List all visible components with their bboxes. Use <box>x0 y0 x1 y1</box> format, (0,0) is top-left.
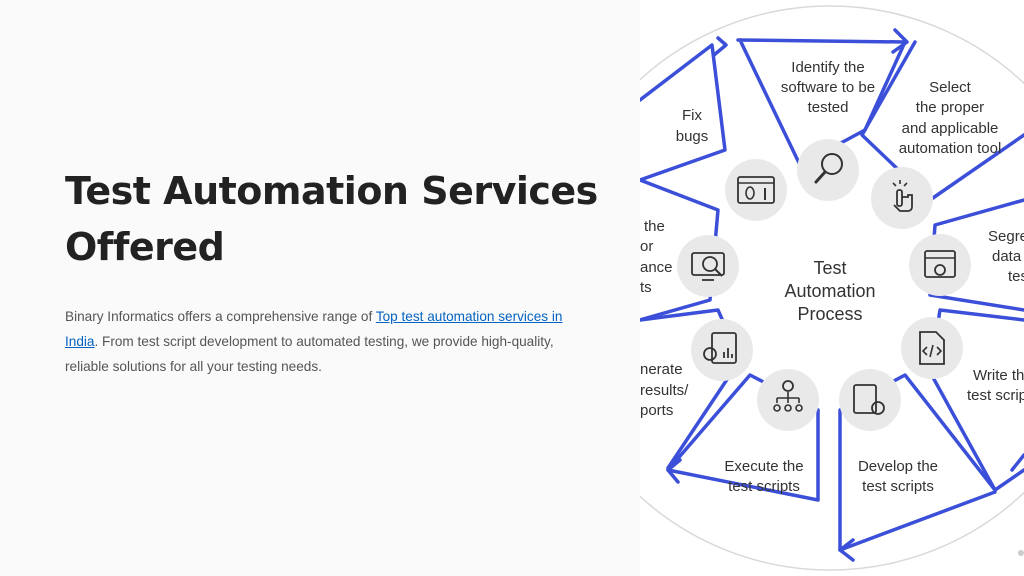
label-monitor: the or ance ts <box>640 218 673 296</box>
label-select-3: and applicable <box>902 120 999 137</box>
label-segregate-1: Segre <box>988 228 1024 245</box>
label-generate-2: results/ <box>640 382 689 399</box>
icon-pointer-hand <box>871 167 933 229</box>
label-generate: nerate results/ ports <box>640 361 689 419</box>
label-execute-2: test scripts <box>728 478 800 495</box>
arrow-step-5 <box>838 373 997 552</box>
label-select-2: the proper <box>916 99 984 116</box>
label-write: Write th test scrip <box>967 367 1024 404</box>
icon-script-gear <box>839 369 901 431</box>
diagram-svg: Test Automation Process <box>640 5 1024 571</box>
icon-bug-wrench <box>725 159 787 221</box>
label-identify: Identify the software to be tested <box>781 59 875 116</box>
arrow-step-2 <box>860 40 1024 202</box>
label-generate-3: ports <box>640 402 673 419</box>
icon-report-gear <box>691 319 753 381</box>
label-develop: Develop the test scripts <box>858 458 938 495</box>
services-link[interactable]: Top test automation services in India <box>65 309 563 349</box>
arrowhead-5 <box>838 538 855 562</box>
arrowhead-4 <box>1010 453 1024 472</box>
label-segregate-3: tes <box>1008 268 1024 285</box>
label-write-2: test scrip <box>967 387 1024 404</box>
outer-ring <box>640 5 1024 571</box>
label-identify-1: Identify the <box>791 59 864 76</box>
label-develop-2: test scripts <box>862 478 934 495</box>
center-line-3: Process <box>797 304 862 324</box>
label-select: Select the proper and applicable automat… <box>899 79 1002 157</box>
label-monitor-2: or <box>640 238 653 255</box>
label-select-1: Select <box>929 79 972 96</box>
label-monitor-3: ance <box>640 259 673 276</box>
arrow-step-9 <box>640 43 727 182</box>
label-identify-3: tested <box>808 99 849 116</box>
description-text-after: . From test script development to automa… <box>65 334 554 374</box>
center-line-2: Automation <box>784 281 875 301</box>
label-fix-1: Fix <box>682 107 702 124</box>
text-panel: Test Automation Services Offered Binary … <box>65 169 598 379</box>
center-line-1: Test <box>813 258 846 278</box>
label-write-1: Write th <box>973 367 1024 384</box>
icon-browser-gear <box>909 234 971 296</box>
label-monitor-4: ts <box>640 279 652 296</box>
label-identify-2: software to be <box>781 79 875 96</box>
description: Binary Informatics offers a comprehensiv… <box>65 304 585 379</box>
label-generate-1: nerate <box>640 361 683 378</box>
corner-dot <box>1018 550 1024 556</box>
label-fix-2: bugs <box>676 128 709 145</box>
label-segregate-2: data <box>992 248 1022 265</box>
arrowhead-1 <box>891 28 909 54</box>
icon-monitor-bug <box>677 235 739 297</box>
label-fix: Fix bugs <box>676 107 709 145</box>
label-monitor-1: the <box>644 218 665 235</box>
label-develop-1: Develop the <box>858 458 938 475</box>
arrowhead-6 <box>666 458 682 484</box>
page-title: Test Automation Services Offered <box>65 169 598 269</box>
process-diagram: Test Automation Process <box>640 0 1024 576</box>
icon-magnifier <box>797 139 859 201</box>
label-execute-1: Execute the <box>724 458 803 475</box>
arrowhead-9 <box>712 36 728 57</box>
icon-org-chart-gear <box>757 369 819 431</box>
icon-code-file <box>901 317 963 379</box>
label-select-4: automation tool <box>899 140 1002 157</box>
label-segregate: Segre data tes <box>988 228 1024 285</box>
description-text-before: Binary Informatics offers a comprehensiv… <box>65 309 376 324</box>
label-execute: Execute the test scripts <box>724 458 803 495</box>
